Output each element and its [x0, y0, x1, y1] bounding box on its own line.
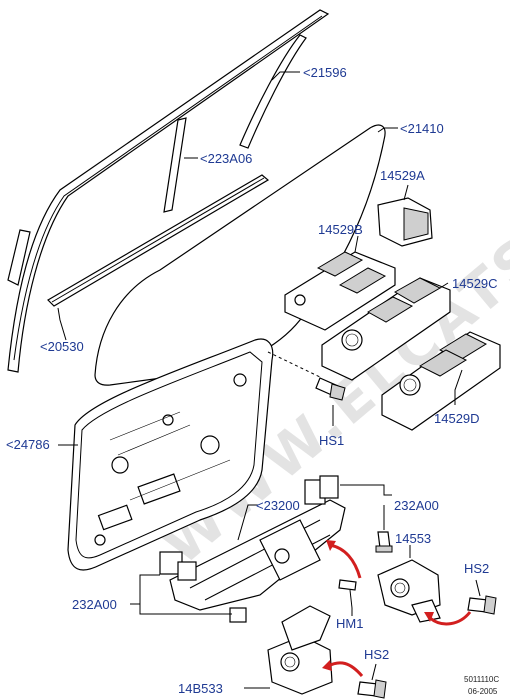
- arrow-hs2-lower: [327, 661, 364, 677]
- switch-14529C: [321, 277, 451, 381]
- bolt-HM1: [338, 579, 357, 609]
- callout-HS2-upper: HS2: [464, 561, 489, 576]
- bolt-HS1: [267, 351, 346, 401]
- callout-14B533: 14B533: [178, 681, 223, 696]
- callout-14529C: 14529C: [452, 276, 498, 291]
- callout-223A06: <223A06: [200, 151, 252, 166]
- arrow-hs2-upper: [429, 611, 472, 626]
- callout-20530: <20530: [40, 339, 84, 354]
- arrow-regulator-to-motor: [329, 543, 362, 579]
- callout-23200: <23200: [256, 498, 300, 513]
- callout-232A00-right: 232A00: [394, 498, 439, 513]
- glass-run-channel: [7, 9, 330, 373]
- belt-weatherstrip: [47, 174, 270, 307]
- bolt-HS2-upper: [467, 595, 497, 615]
- callout-labels: <21596 <21410 <223A06 14529A 14529B 1452…: [6, 65, 498, 696]
- division-channel: [163, 117, 187, 213]
- switch-14529A: [377, 197, 433, 247]
- callout-21410: <21410: [400, 121, 444, 136]
- door-inner-panel: [67, 338, 274, 571]
- stamp-code: 5011110C: [464, 675, 499, 684]
- callout-14529D: 14529D: [434, 411, 480, 426]
- leader-lines: [57, 71, 481, 689]
- bracket-bolt: [375, 531, 393, 553]
- switch-14529D: [381, 331, 501, 431]
- callout-14529A: 14529A: [380, 168, 425, 183]
- callout-HS1: HS1: [319, 433, 344, 448]
- callout-232A00-left: 232A00: [72, 597, 117, 612]
- callout-14529B: 14529B: [318, 222, 363, 237]
- window-regulator: [159, 475, 346, 623]
- assembly-arrows: [322, 540, 472, 677]
- callout-14553: 14553: [395, 531, 431, 546]
- bolt-HS2-lower: [357, 679, 387, 699]
- switch-14529B: [284, 251, 396, 331]
- callout-HM1: HM1: [336, 616, 363, 631]
- stamp-date: 06-2005: [468, 687, 498, 696]
- callout-24786: <24786: [6, 437, 50, 452]
- callout-HS2-lower: HS2: [364, 647, 389, 662]
- motor-14553: [377, 559, 441, 623]
- callout-21596: <21596: [303, 65, 347, 80]
- motor-14B533: [267, 605, 333, 695]
